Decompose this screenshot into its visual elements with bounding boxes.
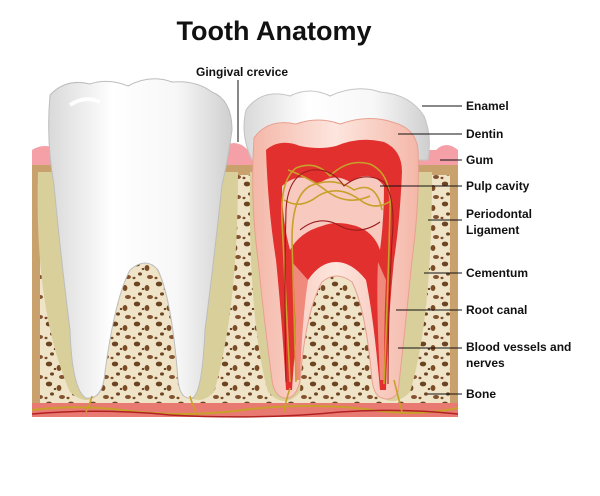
label-root-canal: Root canal	[466, 303, 528, 317]
label-pulp-cavity: Pulp cavity	[466, 179, 530, 193]
label-gum: Gum	[466, 153, 494, 167]
label-blood-vessels-line2: nerves	[466, 356, 505, 370]
label-periodontal-ligament-line2: Ligament	[466, 223, 520, 237]
label-bone: Bone	[466, 387, 496, 401]
label-periodontal-ligament-line1: Periodontal	[466, 207, 533, 221]
label-blood-vessels-line1: Blood vessels and	[466, 340, 572, 354]
root-canal-nerve-left	[283, 387, 291, 413]
leader-lines	[237, 80, 462, 395]
pulp-vessels	[284, 169, 394, 385]
pulp-root-right-inner	[377, 262, 386, 380]
label-enamel: Enamel	[466, 99, 509, 113]
diagram-title: Tooth Anatomy	[176, 16, 372, 46]
root-canal-nerve	[393, 379, 403, 413]
label-dentin: Dentin	[466, 127, 504, 141]
vessel-band-artery	[31, 409, 459, 418]
label-cementum: Cementum	[466, 266, 529, 280]
pulp-nerves	[280, 161, 393, 385]
left-tooth-nerves	[85, 395, 197, 413]
vessel-band-nerve	[31, 404, 459, 416]
label-gingival-crevice: Gingival crevice	[196, 65, 289, 79]
left-tooth-highlight	[68, 97, 101, 107]
pulp-root-left-inner	[292, 262, 308, 380]
pulp-chamber-inner	[282, 175, 384, 250]
left-tooth	[48, 78, 233, 399]
